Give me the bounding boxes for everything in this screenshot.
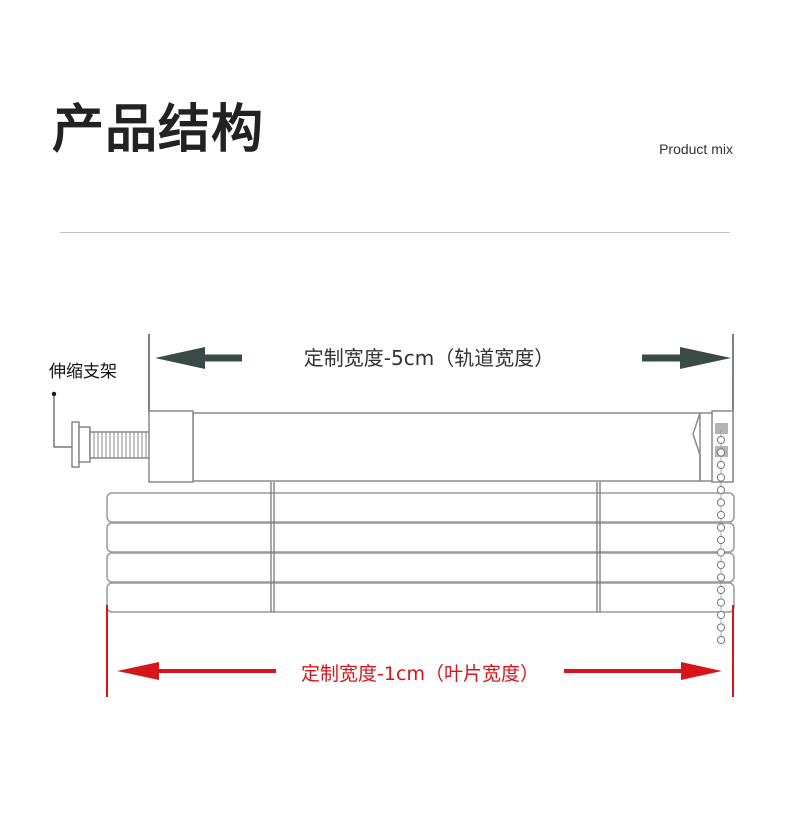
slat-4 [106, 582, 735, 613]
bead [716, 448, 726, 457]
track-width-label: 定制宽度-5cm（轨道宽度） [304, 346, 554, 370]
bead [716, 435, 726, 445]
bead [716, 635, 726, 645]
slat-2 [106, 522, 735, 553]
bead [716, 585, 726, 595]
track-width-dimension: 定制宽度-5cm（轨道宽度） [148, 334, 734, 412]
bead [716, 510, 726, 520]
bracket-screw [89, 431, 151, 459]
bracket-callout: 伸缩支架 [49, 362, 117, 448]
slat-3 [106, 552, 735, 583]
bead [716, 498, 726, 507]
headrail-left-cap [148, 410, 194, 483]
slat-1 [106, 492, 735, 523]
bead [716, 523, 726, 532]
slat-arrow-left [117, 662, 276, 680]
bead [716, 473, 726, 482]
headrail-body [192, 412, 734, 482]
bead [716, 535, 726, 545]
bead [716, 598, 726, 607]
bead [716, 610, 726, 620]
bead-chain [716, 430, 726, 645]
track-arrow-left [155, 347, 242, 369]
slat-width-label: 定制宽度-1cm（叶片宽度） [301, 663, 539, 685]
slats [106, 492, 735, 613]
bracket-label: 伸缩支架 [49, 362, 117, 382]
bead [716, 548, 726, 557]
page-title: 产品结构 [52, 100, 265, 160]
bead [716, 560, 726, 570]
headrail [148, 410, 734, 483]
bead [716, 573, 726, 582]
header-divider [60, 232, 730, 233]
slat-arrow-right [564, 662, 722, 680]
page-subtitle: Product mix [659, 141, 733, 157]
ladder-strings [270, 482, 601, 612]
bracket-end-plate [71, 421, 80, 468]
bracket-leader-line [53, 394, 72, 448]
bead [716, 460, 726, 470]
telescopic-bracket [71, 421, 151, 468]
bracket-collar [78, 426, 91, 463]
bead [716, 623, 726, 632]
bead [716, 485, 726, 495]
track-arrow-right [642, 347, 731, 369]
slat-width-dimension: 定制宽度-1cm（叶片宽度） [106, 605, 734, 697]
